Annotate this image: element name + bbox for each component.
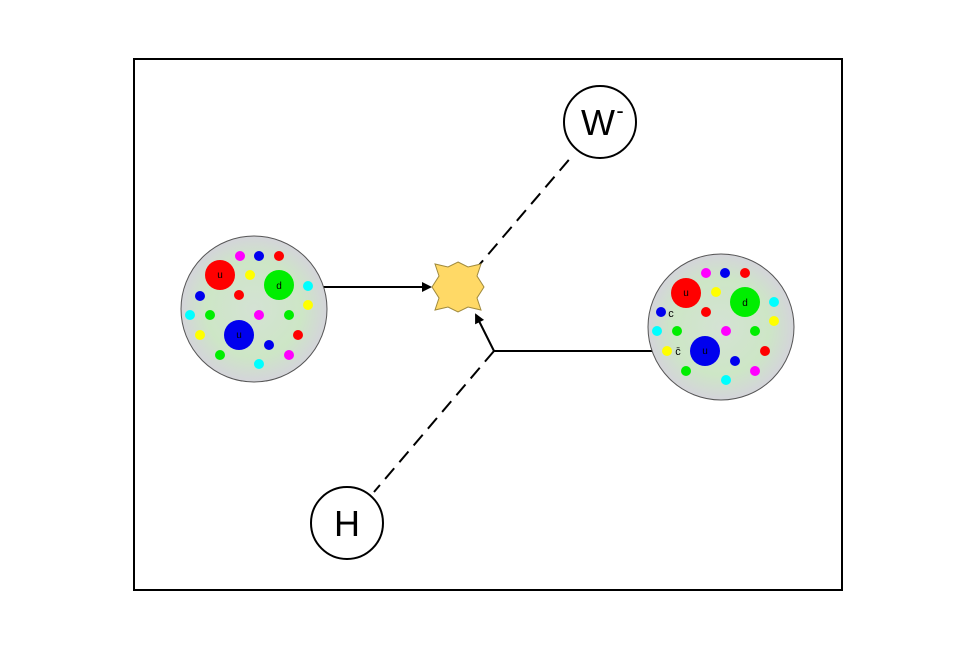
valence-quark-u1: u [671, 278, 701, 308]
higgs-line [373, 350, 495, 493]
valence-quark-label: u [683, 288, 689, 299]
sea-quarks-right [652, 268, 779, 385]
sea-quark-dot [274, 251, 284, 261]
sea-quark-dot [205, 310, 215, 320]
sea-quark-dot [711, 287, 721, 297]
valence-quark-label: u [702, 346, 708, 357]
w-boson-node: W - [563, 85, 637, 159]
sea-quark-dot [303, 281, 313, 291]
sea-quark-dot [195, 330, 205, 340]
valence-quark-label: d [742, 298, 748, 309]
w-boson-line [473, 154, 574, 272]
proton-left: u d u [180, 235, 328, 383]
charm-quark-label: c [668, 308, 674, 320]
valence-quark-label: u [236, 330, 242, 341]
sea-quark-dot [284, 310, 294, 320]
sea-quark-dot [652, 326, 662, 336]
sea-quark-dot [656, 307, 666, 317]
sea-quark-dot [672, 326, 682, 336]
w-boson-label: W [581, 102, 615, 143]
valence-quark-label: d [276, 281, 282, 292]
w-boson-charge: - [616, 98, 623, 123]
sea-quark-dot [235, 251, 245, 261]
valence-quark-u2: u [690, 336, 720, 366]
sea-quark-dot [750, 366, 760, 376]
sea-quark-dot [701, 268, 711, 278]
valence-quark-d: d [264, 270, 294, 300]
sea-quark-dot [760, 346, 770, 356]
sea-quark-dot [720, 268, 730, 278]
proton-right: u d u c c̄ [647, 253, 795, 401]
higgs-node: H [310, 486, 384, 560]
sea-quark-dot [662, 346, 672, 356]
valence-quark-u2: u [224, 320, 254, 350]
higgs-label: H [334, 503, 360, 544]
sea-quark-dot [185, 310, 195, 320]
sea-quark-dot [293, 330, 303, 340]
sea-quark-dot [303, 300, 313, 310]
valence-quark-u1: u [205, 260, 235, 290]
sea-quark-dot [681, 366, 691, 376]
sea-quark-dot [721, 326, 731, 336]
sea-quark-dot [245, 270, 255, 280]
antiquark-line-arrow [475, 313, 495, 352]
sea-quark-dot [284, 350, 294, 360]
valence-quark-label: u [217, 270, 223, 281]
anticharm-quark-label: c̄ [675, 346, 681, 358]
sea-quark-dot [740, 268, 750, 278]
sea-quark-dot [254, 310, 264, 320]
sea-quark-dot [254, 359, 264, 369]
valence-quark-d: d [730, 287, 760, 317]
sea-quarks-left [185, 251, 313, 369]
sea-quark-dot [769, 316, 779, 326]
sea-quark-dot [750, 326, 760, 336]
sea-quark-dot [701, 307, 711, 317]
sea-quark-dot [769, 297, 779, 307]
sea-quark-dot [730, 356, 740, 366]
diagram-frame [133, 58, 843, 591]
sea-quark-dot [264, 340, 274, 350]
sea-quark-dot [215, 350, 225, 360]
interaction-vertex [431, 261, 485, 313]
sea-quark-dot [721, 375, 731, 385]
sea-quark-dot [234, 290, 244, 300]
sea-quark-dot [195, 291, 205, 301]
sea-quark-dot [254, 251, 264, 261]
